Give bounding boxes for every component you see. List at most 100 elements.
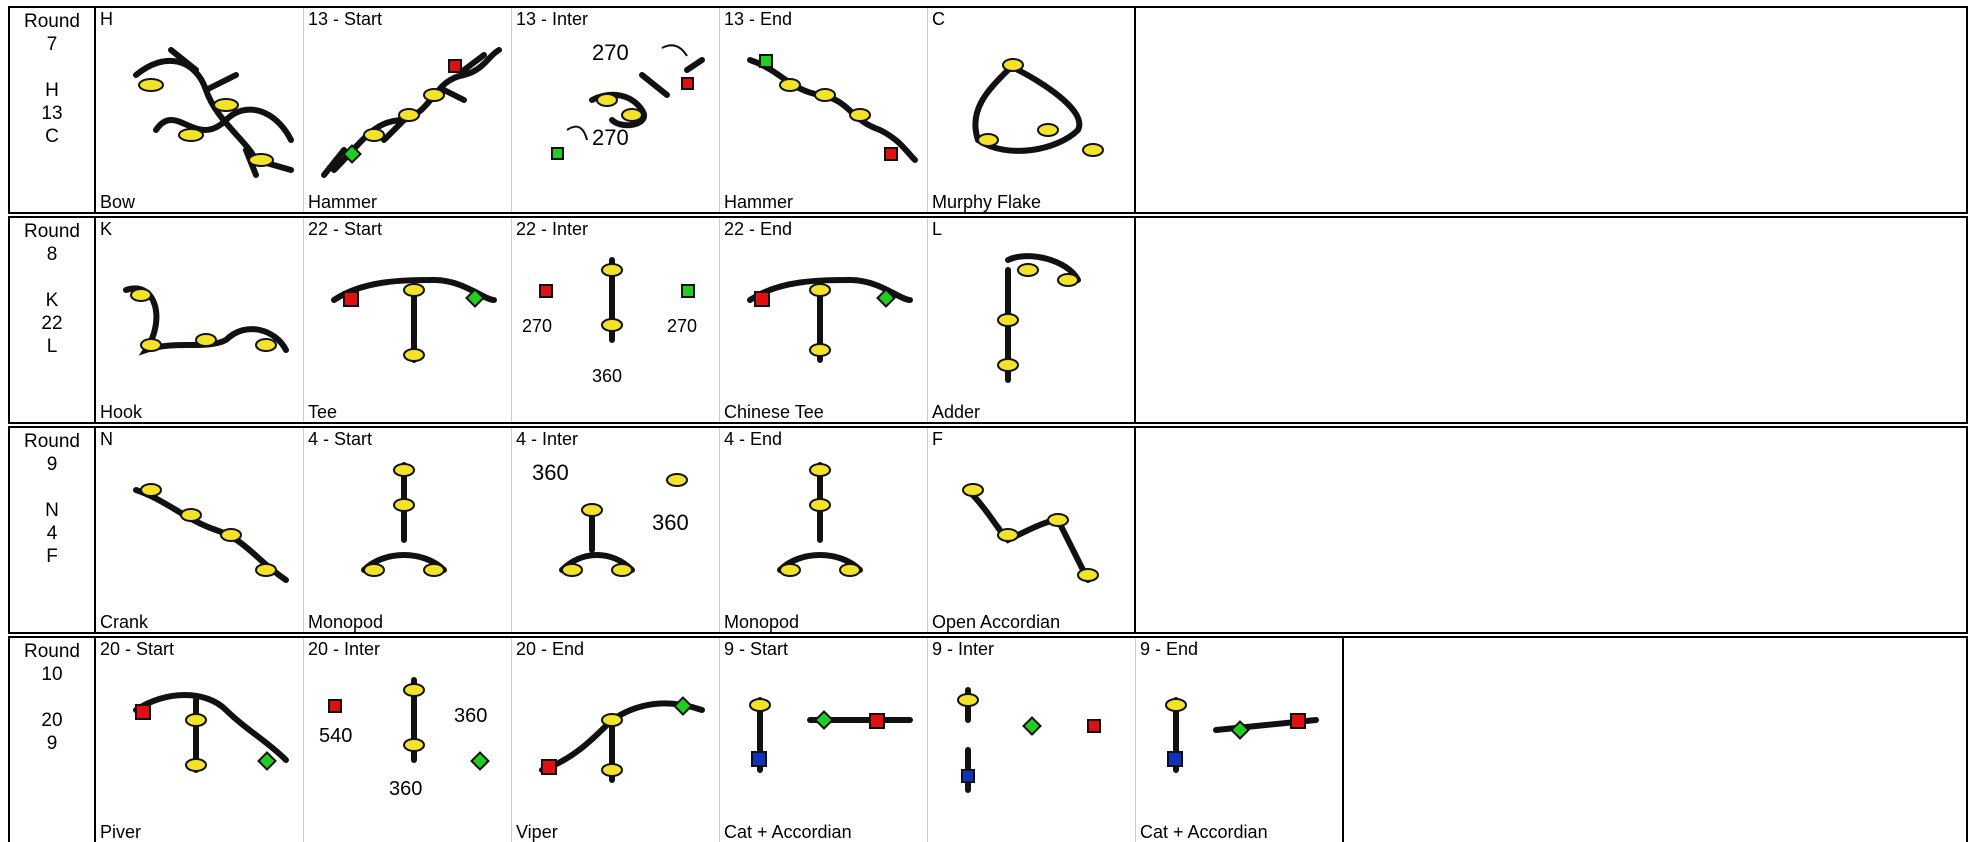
formation-diagram [133,692,289,773]
formation-diagram [361,462,447,577]
formation-diagram [321,47,502,178]
rotation-note: 360 [454,705,487,727]
formation-diagram [962,483,1099,583]
formation-caption: Hook [100,402,143,422]
sequence-item: N [45,500,59,521]
formation-diagram [133,47,294,178]
formation-diagram [539,696,705,783]
formation-title: 20 - Inter [308,639,381,659]
rotation-note: 270 [592,40,629,65]
formation-cell: 9 - End Cat + Accordian [1136,638,1344,842]
formation-caption: Hammer [724,192,794,212]
formation-title: L [932,219,943,239]
round-row-10: Round 10 20 9 20 - Start Piver 20 - Inte… [8,636,1968,842]
formation-caption: Hammer [308,192,378,212]
formation-cell: 22 - End Chinese Tee [720,218,928,422]
round-number: 8 [46,244,58,265]
rotation-note: 270 [592,125,629,150]
round-number: 7 [46,34,58,55]
formation-diagram [331,276,497,363]
formation-diagram [123,285,289,356]
formation-cell: 13 - Start Hammer [304,8,512,212]
formation-diagram [747,54,918,163]
formation-cell: K Hook [96,218,304,422]
formation-title: 20 - Start [100,639,175,659]
formation-title: 4 - End [724,429,783,449]
formation-title: 13 - End [724,9,793,29]
sequence-item: L [46,336,58,357]
round-label: Round [24,431,80,452]
formation-title: 20 - End [516,639,585,659]
formation-title: 13 - Inter [516,9,589,29]
formation-title: 22 - Inter [516,219,589,239]
round-row-8: Round 8 K 22 L K Hook 22 - Start Tee 22 … [8,216,1968,424]
formation-caption: Piver [100,822,142,842]
formation-cell: 20 - Inter 540 360 360 [304,638,512,842]
formation-diagram [957,687,1101,793]
round-label: Round [24,641,80,662]
sequence-item: 22 [41,313,63,334]
round-cell: Round 7 H 13 C [10,8,96,212]
formation-diagram: 270 360 270 [522,257,697,386]
round-cell: Round 9 N 4 F [10,428,96,632]
formation-caption: Adder [932,402,981,422]
sequence-item: H [45,80,59,101]
formation-caption: Cat + Accordian [1140,822,1268,842]
sequence-item: K [45,290,59,311]
sequence-item: 9 [46,733,58,754]
formation-diagram [1165,697,1319,773]
formation-title: H [100,9,113,29]
formation-cell: 9 - Inter [928,638,1136,842]
round-number: 10 [41,664,63,685]
formation-diagram: 540 360 360 [319,677,490,800]
formation-title: N [100,429,113,449]
formation-cell: C Murphy Flake [928,8,1136,212]
formation-diagram [777,462,863,577]
formation-diagram [749,697,913,773]
sequence-item: 20 [41,710,63,731]
formation-cell: 9 - Start Cat + Accordian [720,638,928,842]
formation-title: 4 - Start [308,429,373,449]
formation-diagram: 360 360 [532,460,689,577]
rotation-note: 360 [389,778,422,800]
formation-title: F [932,429,943,449]
formation-title: 22 - End [724,219,793,239]
formation-cell: 13 - Inter 270 270 [512,8,720,212]
formation-caption: Crank [100,612,149,632]
formation-caption: Monopod [724,612,800,632]
sequence-item: C [45,126,59,147]
formation-cell: 20 - Start Piver [96,638,304,842]
formation-cell: 4 - End Monopod [720,428,928,632]
formation-caption: Tee [308,402,338,422]
formation-title: 22 - Start [308,219,383,239]
sequence-item: F [46,546,58,567]
formation-diagram [997,253,1081,383]
round-label: Round [24,221,80,242]
formation-cell: 22 - Start Tee [304,218,512,422]
round-row-7: Round 7 H 13 C H Bow 13 - Start [8,6,1968,214]
round-row-9: Round 9 N 4 F N Crank 4 - Start Monopod … [8,426,1968,634]
formation-title: 9 - Inter [932,639,995,659]
formation-diagram [747,276,913,363]
round-number: 9 [46,454,58,475]
formation-title: 9 - End [1140,639,1199,659]
sequence-item: 4 [46,523,58,544]
round-cell: Round 8 K 22 L [10,218,96,422]
round-cell: Round 10 20 9 [10,638,96,842]
formation-cell: 4 - Inter 360 360 [512,428,720,632]
formation-diagram: 270 270 [551,40,705,160]
formation-title: 4 - Inter [516,429,579,449]
formation-caption: Open Accordian [932,612,1061,632]
rotation-note: 360 [592,366,622,386]
formation-diagram [133,483,289,583]
rotation-note: 270 [522,316,552,336]
formation-cell: H Bow [96,8,304,212]
formation-title: K [100,219,113,239]
sequence-item: 13 [41,103,63,124]
formation-cell: 20 - End Viper [512,638,720,842]
formation-diagram [972,58,1104,157]
formation-title: C [932,9,945,29]
formation-title: 9 - Start [724,639,789,659]
formation-cell: L Adder [928,218,1136,422]
rotation-note: 360 [532,460,569,485]
